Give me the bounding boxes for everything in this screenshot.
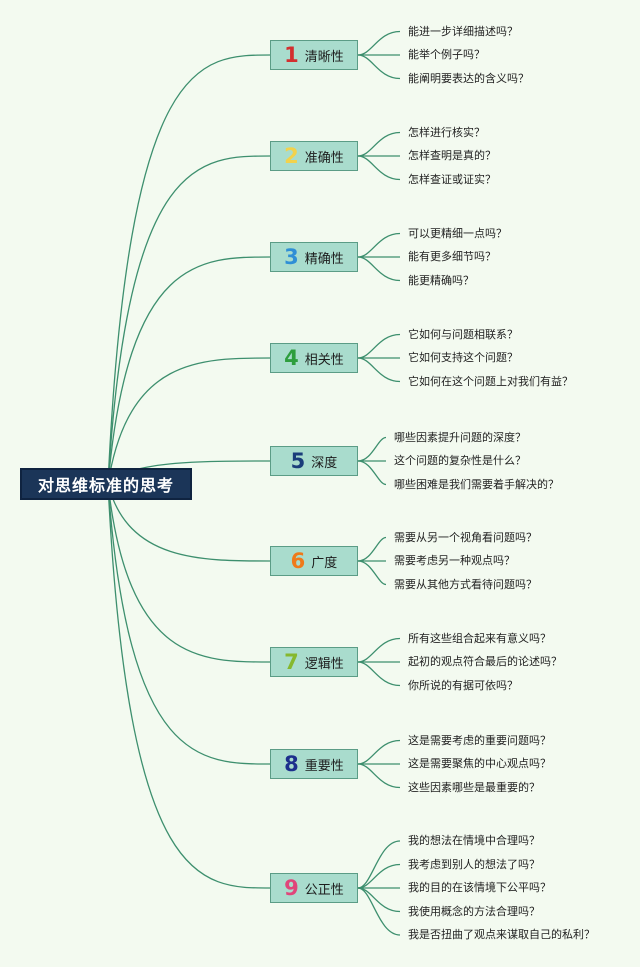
branch-number: 6 <box>290 548 306 573</box>
branch-number: 9 <box>284 875 299 900</box>
branch-label: 准确性 <box>304 150 344 166</box>
branch-label: 逻辑性 <box>304 656 344 672</box>
connector-branch-question <box>357 436 387 462</box>
question-text: 哪些困难是我们需要着手解决的？ <box>394 477 559 491</box>
connector-branch-question <box>357 840 401 889</box>
question-text: 这个问题的复杂性是什么？ <box>394 454 526 467</box>
question-text: 它如何支持这个问题？ <box>408 351 518 364</box>
question-text: 怎样进行核实？ <box>408 125 485 139</box>
branch-label: 清晰性 <box>304 49 344 65</box>
branch-node: 3 精确性 <box>270 242 358 272</box>
question-text: 它如何与问题相联系？ <box>408 327 518 341</box>
connector-branch-question <box>357 560 387 586</box>
branch-node: 1 清晰性 <box>270 40 358 70</box>
connector-root-branch <box>107 155 271 485</box>
connector-branch-question <box>357 637 401 663</box>
connector-branch-question <box>357 232 401 258</box>
question-text: 我考虑到别人的想法了吗？ <box>408 857 540 871</box>
question-text: 我的目的在该情境下公平吗？ <box>408 881 551 894</box>
question-text: 需要考虑另一种观点吗？ <box>394 554 515 567</box>
question-text: 哪些因素提升问题的深度？ <box>394 430 526 444</box>
question-text: 能举个例子吗？ <box>408 48 485 61</box>
connector-root-branch <box>107 483 271 562</box>
connector-branch-question <box>357 763 401 789</box>
branch-number: 8 <box>284 751 299 776</box>
question-text: 我使用概念的方法合理吗？ <box>408 904 540 918</box>
connector-branch-question <box>357 887 401 936</box>
question-text: 我是否扭曲了观点来谋取自己的私利？ <box>408 928 595 941</box>
connector-branch-question <box>357 30 401 56</box>
branch-label: 公正性 <box>304 882 344 898</box>
branch-number: 5 <box>290 448 306 473</box>
branch-label: 深度 <box>311 455 338 471</box>
connector-branch-question <box>357 863 401 889</box>
branch-label: 广度 <box>311 555 338 571</box>
question-text: 能阐明要表达的含义吗？ <box>408 71 529 85</box>
branch-node: 4 相关性 <box>270 343 358 373</box>
branch-node: 7 逻辑性 <box>270 647 358 677</box>
branch-label: 重要性 <box>304 758 344 774</box>
connector-branch-question <box>357 256 401 282</box>
connector-root-branch <box>107 483 271 765</box>
connector-root-branch <box>107 256 271 485</box>
question-text: 能进一步详细描述吗？ <box>408 24 518 38</box>
branch-number: 3 <box>284 244 299 269</box>
question-text: 你所说的有据可依吗？ <box>408 678 518 692</box>
connector-branch-question <box>357 357 401 383</box>
root-label: 对思维标准的思考 <box>37 476 174 495</box>
question-text: 需要从另一个视角看问题吗？ <box>394 530 537 544</box>
connector-branch-question <box>357 460 387 486</box>
connector-branch-question <box>357 333 401 359</box>
branch-label: 精确性 <box>304 251 344 267</box>
question-text: 它如何在这个问题上对我们有益？ <box>408 374 573 388</box>
branch-label: 相关性 <box>304 352 344 368</box>
question-text: 需要从其他方式看待问题吗？ <box>394 577 537 591</box>
connector-branch-question <box>357 739 401 765</box>
connector-branch-question <box>357 155 401 181</box>
connector-branch-question <box>357 661 401 687</box>
connector-branch-question <box>357 131 401 157</box>
question-text: 怎样查明是真的？ <box>408 149 496 162</box>
question-text: 可以更精细一点吗？ <box>408 226 507 240</box>
question-text: 这些因素哪些是最重要的？ <box>408 780 540 794</box>
question-text: 所有这些组合起来有意义吗？ <box>408 631 551 645</box>
root-node: 对思维标准的思考 <box>20 468 192 500</box>
branch-number: 2 <box>284 143 299 168</box>
question-text: 我的想法在情境中合理吗？ <box>408 834 540 847</box>
connector-root-branch <box>107 483 271 889</box>
question-text: 怎样查证或证实？ <box>408 172 496 186</box>
branch-number: 4 <box>284 345 299 370</box>
connector-root-branch <box>107 54 271 485</box>
branch-node: 6 广度 <box>270 546 358 576</box>
branch-number: 1 <box>284 42 299 67</box>
branch-node: 2 准确性 <box>270 141 358 171</box>
branch-number: 7 <box>284 649 299 674</box>
branch-node: 9 公正性 <box>270 873 358 903</box>
question-text: 能更精确吗？ <box>408 273 474 287</box>
question-text: 这是需要聚焦的中心观点吗？ <box>408 757 551 770</box>
connector-branch-question <box>357 54 401 80</box>
question-text: 这是需要考虑的重要问题吗？ <box>408 733 551 747</box>
question-text: 起初的观点符合最后的论述吗？ <box>408 655 562 668</box>
branch-node: 5 深度 <box>270 446 358 476</box>
question-text: 能有更多细节吗？ <box>408 250 496 263</box>
connector-root-branch <box>107 357 271 485</box>
branch-node: 8 重要性 <box>270 749 358 779</box>
connector-root-branch <box>107 483 271 663</box>
connector-branch-question <box>357 536 387 562</box>
